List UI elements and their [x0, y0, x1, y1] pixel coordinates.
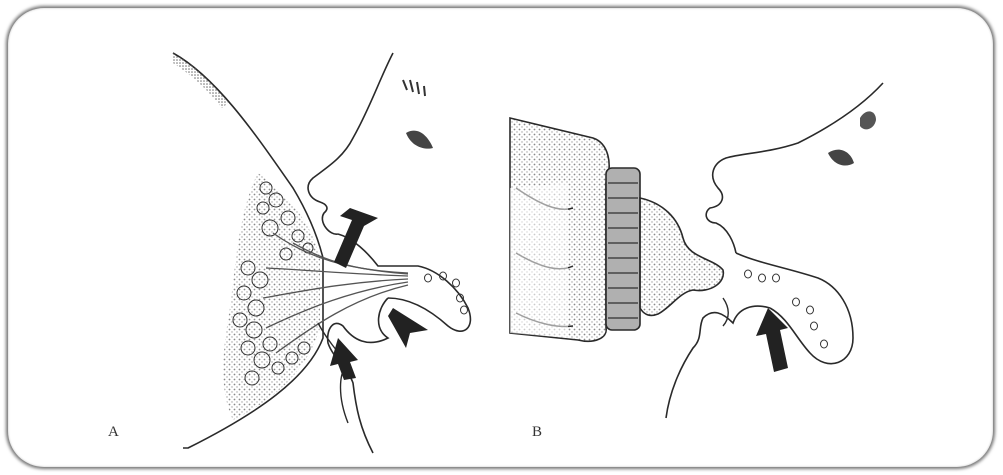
bottle-feeding-illustration	[498, 8, 993, 467]
baby-face-profile	[308, 53, 393, 234]
baby-eye-b	[828, 111, 876, 165]
panel-a: A	[8, 8, 498, 467]
breast-shading	[173, 53, 228, 108]
bottle-collar	[606, 168, 640, 330]
bottle-highlight	[510, 183, 568, 338]
bottle-nipple	[640, 198, 723, 315]
breastfeeding-illustration	[8, 8, 498, 467]
arrow-up	[330, 338, 358, 380]
baby-tongue-b	[736, 253, 853, 364]
baby-lip-b	[723, 298, 728, 326]
arrow-right	[388, 308, 428, 348]
baby-jaw	[328, 298, 388, 453]
baby-jaw-b	[666, 306, 770, 418]
baby-face-profile-b	[706, 83, 883, 253]
panel-label-a: A	[108, 424, 119, 441]
figure-frame: A	[8, 8, 993, 467]
panel-label-b: B	[532, 424, 542, 441]
tongue-papillae-b	[745, 270, 828, 348]
panel-b: B	[498, 8, 993, 467]
baby-eye	[403, 80, 433, 149]
tongue-papillae	[425, 272, 468, 314]
